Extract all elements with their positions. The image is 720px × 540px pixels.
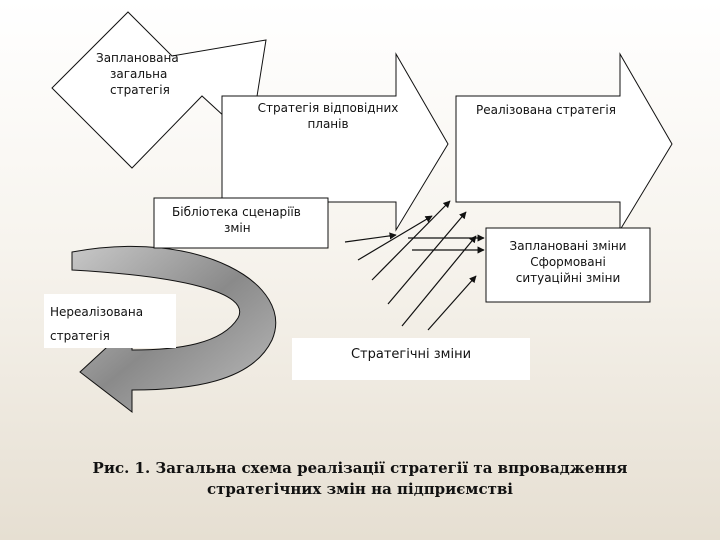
plan-strategy-line-1: Стратегія відповідних	[257, 101, 399, 115]
unrealized-strategy-box	[44, 294, 176, 348]
planned-changes-line-2: Сформовані	[530, 255, 606, 269]
strategic-changes-label: Стратегічні зміни	[350, 347, 472, 362]
plan-strategy-line-2: планів	[307, 117, 349, 131]
planned-changes-line-1: Заплановані зміни	[509, 239, 627, 253]
caption-line-2: стратегічних змін на підприємстві	[206, 480, 513, 498]
planned-strategy-line-3: стратегія	[110, 83, 170, 97]
scenario-library-label: Бібліотека сценаріїв змін	[172, 204, 301, 236]
unrealized-strategy-line-1: Нереалізована	[50, 305, 144, 319]
change-arrows	[344, 200, 485, 331]
scenario-library-line-2: змін	[224, 221, 251, 235]
planned-changes-line-3: ситуаційні зміни	[515, 271, 621, 285]
planned-changes-label: Заплановані зміни Сформовані ситуаційні …	[486, 238, 650, 286]
scenario-library-line-1: Бібліотека сценаріїв	[172, 205, 301, 219]
unrealized-strategy-line-2: стратегія	[50, 329, 110, 343]
realized-strategy-arrow	[455, 52, 673, 232]
realized-strategy-label: Реалізована стратегія	[476, 103, 616, 117]
curved-return-arrow	[71, 245, 277, 414]
figure-caption: Рис. 1. Загальна схема реалізації страте…	[60, 458, 660, 500]
planned-strategy-line-2: загальна	[110, 67, 168, 81]
unrealized-strategy-label: Нереалізована стратегія	[50, 300, 143, 348]
strategic-changes-box	[292, 338, 530, 380]
planned-changes-box	[485, 227, 651, 303]
planned-strategy-arrow	[51, 11, 267, 169]
planned-strategy-line-1: Запланована	[96, 51, 179, 65]
planned-strategy-label: Запланована загальна стратегія	[96, 50, 179, 98]
plan-strategy-label: Стратегія відповідних планів	[246, 100, 410, 132]
scenario-library-box	[153, 197, 329, 249]
caption-line-1: Рис. 1. Загальна схема реалізації страте…	[92, 459, 628, 477]
